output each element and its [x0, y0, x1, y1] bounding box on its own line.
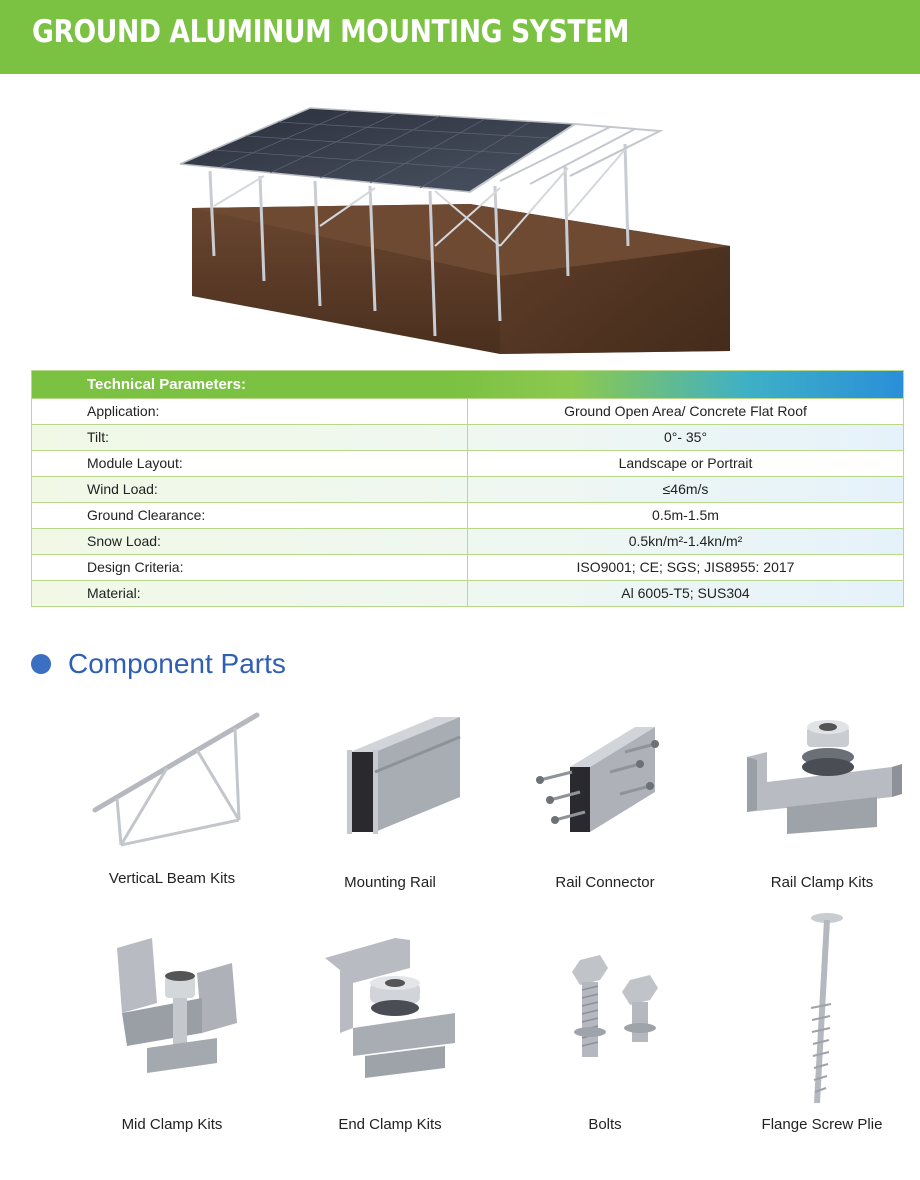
table-row: Ground Clearance:0.5m-1.5m: [32, 502, 903, 528]
mounting-rail-icon: [347, 717, 461, 834]
component-bolts: Bolts: [505, 940, 705, 1133]
bullet-dot-icon: [31, 654, 51, 674]
rail-connector-icon: [536, 727, 659, 832]
component-label: Bolts: [588, 1116, 622, 1133]
component-label: Mid Clamp Kits: [121, 1116, 223, 1133]
table-row: Material:Al 6005-T5; SUS304: [32, 580, 903, 606]
component-label: End Clamp Kits: [338, 1116, 442, 1133]
component-label: Rail Clamp Kits: [770, 874, 874, 891]
component-rail-clamp-kits: Rail Clamp Kits: [722, 712, 920, 891]
component-label: VerticaL Beam Kits: [108, 870, 236, 887]
table-row: Snow Load:0.5kn/m²-1.4kn/m²: [32, 528, 903, 554]
table-row: Design Criteria:ISO9001; CE; SGS; JIS895…: [32, 554, 903, 580]
table-row: Module Layout:Landscape or Portrait: [32, 450, 903, 476]
flange-screw-pile-icon: [810, 913, 843, 1104]
component-label: Mounting Rail: [344, 874, 436, 891]
page-title: GROUND ALUMINUM MOUNTING SYSTEM: [32, 14, 630, 50]
technical-parameters-heading: Technical Parameters:: [32, 371, 903, 398]
mid-clamp-icon: [117, 938, 237, 1073]
rail-clamp-icon: [747, 720, 902, 834]
component-mounting-rail: Mounting Rail: [290, 712, 490, 891]
component-rail-connector: Rail Connector: [505, 712, 705, 891]
component-label: Flange Screw Plie: [761, 1116, 883, 1133]
table-row: Wind Load:≤46m/s: [32, 476, 903, 502]
technical-parameters-table: Technical Parameters: Application:Ground…: [31, 370, 904, 607]
component-flange-screw-pile: Flange Screw Plie: [722, 908, 920, 1133]
component-label: Rail Connector: [555, 874, 655, 891]
component-vertical-beam-kits: VerticaL Beam Kits: [72, 705, 272, 887]
component-mid-clamp-kits: Mid Clamp Kits: [72, 928, 272, 1133]
table-row: Application:Ground Open Area/ Concrete F…: [32, 398, 903, 424]
component-end-clamp-kits: End Clamp Kits: [290, 928, 490, 1133]
vertical-beam-icon: [92, 712, 260, 847]
end-clamp-icon: [325, 938, 455, 1078]
header-banner: GROUND ALUMINUM MOUNTING SYSTEM: [0, 0, 920, 74]
bolts-icon: [572, 955, 658, 1057]
ground-mounting-system-illustration: [179, 107, 730, 354]
table-row: Tilt:0°- 35°: [32, 424, 903, 450]
component-parts-heading: Component Parts: [31, 644, 286, 684]
